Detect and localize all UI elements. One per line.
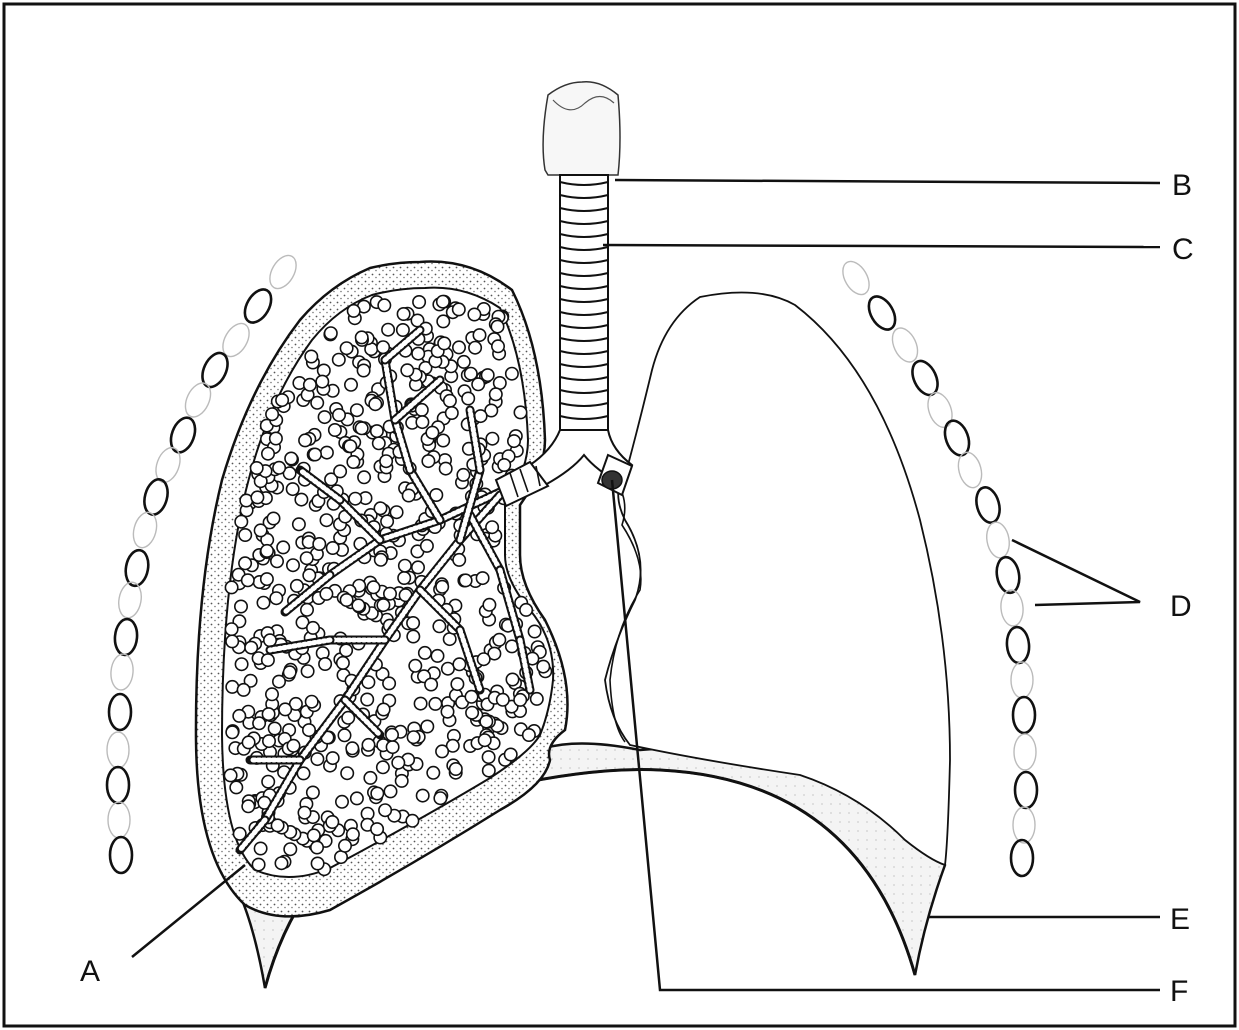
rib-section [984, 520, 1012, 559]
rib-section [116, 580, 144, 619]
rib-section [130, 510, 161, 550]
leader-c [603, 245, 1160, 247]
rib-section [1014, 734, 1036, 770]
rib-section [863, 292, 900, 334]
rib-section [239, 285, 276, 327]
rib-section [109, 694, 131, 730]
rib-section [887, 324, 922, 366]
rib-section [113, 618, 138, 656]
rib-section [999, 589, 1024, 627]
rib-section [110, 837, 132, 873]
rib-section [994, 555, 1022, 594]
rib-section [1011, 662, 1033, 698]
leader-b [615, 180, 1160, 183]
rib-section [107, 732, 129, 768]
label-e: E [1170, 903, 1190, 936]
label-d: D [1170, 590, 1192, 623]
label-a: A [80, 955, 100, 988]
rib-section [973, 485, 1004, 525]
rib-section [180, 379, 215, 421]
rib-section [1013, 807, 1035, 843]
rib-section [108, 802, 130, 838]
label-c: C [1172, 233, 1194, 266]
rib-section [123, 548, 151, 587]
label-f: F [1170, 975, 1188, 1008]
rib-section [837, 257, 874, 299]
leader-a [132, 865, 245, 957]
rib-section [1005, 626, 1030, 664]
rib-section [1011, 840, 1033, 876]
rib-section [141, 477, 172, 517]
rib-section [1013, 697, 1035, 733]
rib-section [107, 767, 129, 803]
rib-section [109, 653, 134, 691]
rib-section [264, 251, 301, 293]
leader-d [1012, 540, 1140, 605]
rib-section [1015, 772, 1037, 808]
rib-section [167, 414, 200, 455]
label-b: B [1172, 169, 1192, 202]
